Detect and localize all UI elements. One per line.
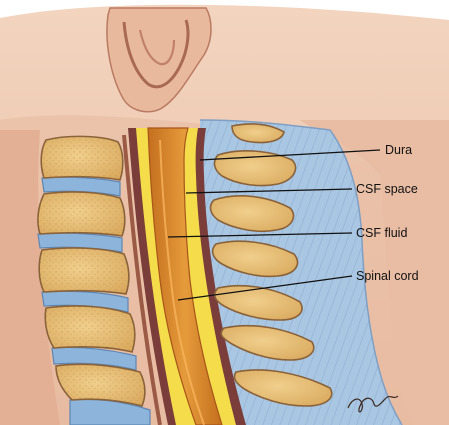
label-csf-fluid: CSF fluid bbox=[356, 226, 407, 240]
label-csf-space: CSF space bbox=[356, 182, 418, 196]
label-spinal-cord: Spinal cord bbox=[356, 269, 419, 283]
label-dura: Dura bbox=[385, 143, 412, 157]
